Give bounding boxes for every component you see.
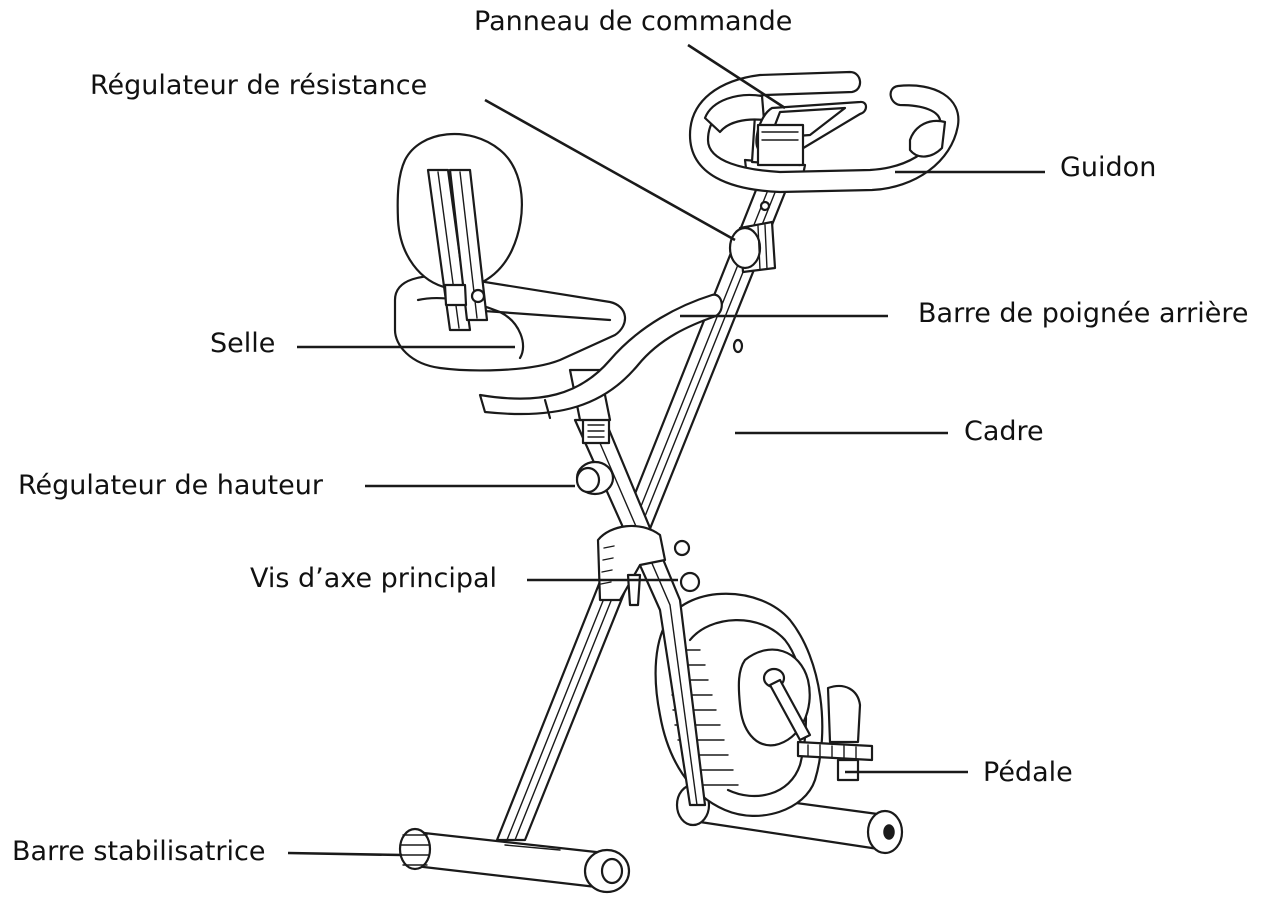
leader-resistance — [484, 98, 736, 242]
rear-stabilizer-foot — [398, 827, 631, 894]
height-knob — [575, 460, 615, 496]
seat-drawing — [393, 274, 626, 372]
label-height-regulator: Régulateur de hauteur — [18, 470, 323, 501]
label-main-axis-screw: Vis d’axe principal — [250, 563, 498, 594]
label-rear-grip-bar: Barre de poignée arrière — [918, 298, 1249, 329]
leader-lines — [287, 43, 1045, 857]
leader-stabilizer — [287, 851, 403, 857]
label-resistance-regulator: Régulateur de résistance — [90, 70, 428, 101]
control-panel-drawing — [755, 100, 868, 167]
label-stabilizer-bar: Barre stabilisatrice — [12, 836, 266, 867]
label-seat: Selle — [210, 328, 276, 359]
handlebar-drawing — [688, 70, 960, 194]
resistance-knob — [728, 220, 777, 274]
label-pedal: Pédale — [983, 757, 1073, 788]
leader-control-panel — [687, 43, 786, 110]
label-handlebar: Guidon — [1060, 152, 1157, 183]
frame-details — [732, 200, 771, 354]
pedal-drawing — [796, 684, 874, 782]
pivot-bracket — [596, 524, 701, 607]
rear-grip-bar-drawing — [478, 293, 723, 420]
label-frame: Cadre — [964, 416, 1044, 447]
label-control-panel: Panneau de commande — [474, 6, 793, 37]
backrest-drawing — [396, 132, 523, 332]
